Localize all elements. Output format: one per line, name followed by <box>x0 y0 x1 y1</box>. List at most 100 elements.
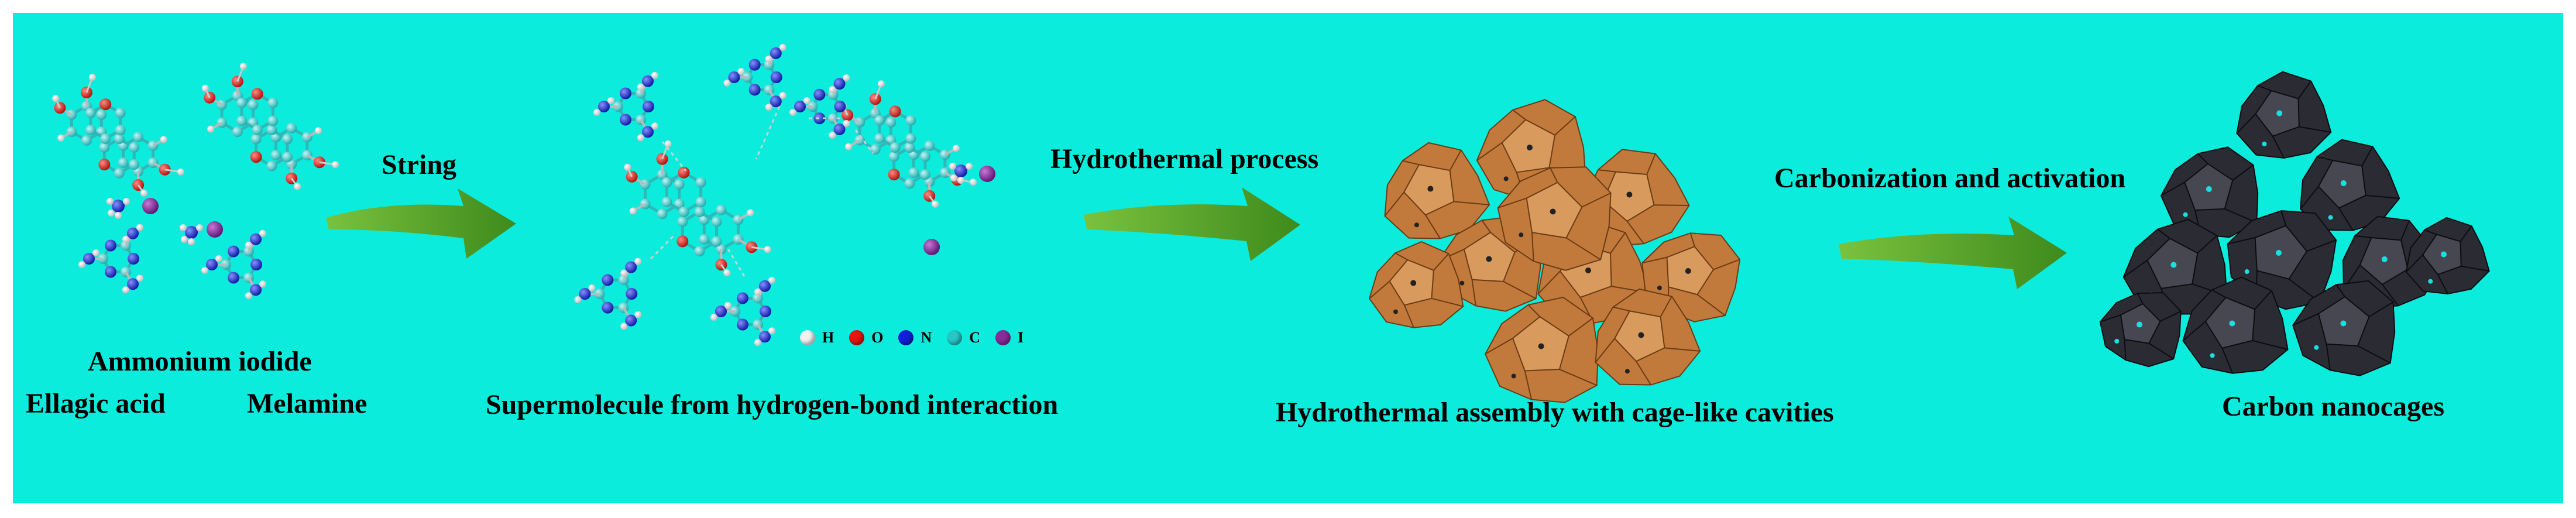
cage-pore <box>1550 208 1556 215</box>
atom-C <box>99 142 110 153</box>
atom-C <box>286 122 297 133</box>
cage-edge <box>2252 339 2288 351</box>
atom-O <box>250 151 262 163</box>
atom-C <box>236 115 248 126</box>
cage-pore <box>2314 345 2319 350</box>
atom-H <box>723 80 731 87</box>
cage-edge <box>1565 237 1601 260</box>
atom-H <box>779 92 786 100</box>
atom-H <box>294 183 301 190</box>
atom-H <box>245 292 252 300</box>
atom-C <box>657 208 668 219</box>
cage-edge <box>2257 85 2272 92</box>
atom-H <box>92 249 99 256</box>
atom-N <box>620 87 631 100</box>
atom-H <box>932 200 939 208</box>
atom-H <box>629 207 637 215</box>
atom-C <box>267 97 279 108</box>
atom-H <box>177 168 184 176</box>
atom-I <box>923 239 940 255</box>
atom-I <box>979 166 995 182</box>
atom-C <box>85 107 96 118</box>
atom-N <box>748 59 761 71</box>
cage-pore <box>2340 320 2347 327</box>
hydrogen-bond <box>661 141 687 171</box>
atom-H <box>966 163 973 170</box>
cage-edge <box>1524 371 1533 400</box>
cage-edge <box>1531 232 1534 262</box>
cage-edge <box>1471 279 1476 306</box>
atom-H <box>634 311 642 318</box>
atom-C <box>874 133 885 144</box>
atom-C <box>678 207 689 217</box>
atom-N <box>185 226 198 239</box>
cage-edge <box>2211 289 2226 299</box>
atom-H <box>829 131 836 139</box>
atom-C <box>674 179 685 190</box>
cage-edge <box>2300 186 2319 210</box>
cage-edge <box>2461 265 2489 272</box>
atom-N <box>813 88 826 101</box>
cage-edge <box>1664 347 1701 352</box>
legend-item: N <box>898 329 932 347</box>
atom-N <box>770 71 782 83</box>
cage-edge <box>2306 239 2337 252</box>
atom-N <box>127 227 139 239</box>
atom-C <box>694 207 705 217</box>
atom-H <box>768 276 775 284</box>
cage-edge <box>2299 126 2331 133</box>
label-ellagic-acid: Ellagic acid <box>26 388 166 419</box>
cage-edge <box>1497 197 1527 209</box>
atom-C <box>129 142 140 153</box>
atom-C <box>661 197 672 208</box>
carbon-nanocage-cluster <box>2099 71 2490 376</box>
atom-C <box>711 236 722 247</box>
legend-symbol: H <box>822 329 834 346</box>
cage-pore <box>1626 191 1633 198</box>
atom-C <box>85 125 96 136</box>
atom-H <box>122 286 129 294</box>
legend-symbol: N <box>921 329 932 346</box>
atom-C <box>281 152 293 163</box>
cage-edge <box>1431 297 1464 307</box>
cage-edge <box>1454 201 1490 205</box>
atom-H <box>332 161 339 169</box>
atom-C <box>874 115 885 126</box>
cage-edge <box>1485 338 1513 355</box>
label-ammonium-iodide: Ammonium iodide <box>88 346 312 377</box>
atom-H <box>201 267 208 274</box>
cage-pore <box>2210 353 2215 358</box>
legend-atom-icon <box>898 330 914 345</box>
atom-C <box>695 197 706 208</box>
cage-edge <box>1613 306 1630 312</box>
atom-H <box>768 327 775 335</box>
atom-C <box>919 151 930 162</box>
legend-atom-icon <box>995 330 1011 345</box>
atom-C <box>885 116 897 128</box>
cage-pore <box>2137 321 2142 328</box>
atom-N <box>715 306 727 317</box>
atom-H <box>754 339 761 347</box>
atom-H <box>123 198 130 205</box>
atom-C <box>232 126 243 138</box>
cage-pore <box>1538 343 1544 349</box>
atom-N <box>759 280 771 292</box>
caption-carbon-nanocages: Carbon nanocages <box>2222 391 2445 422</box>
legend-symbol: O <box>871 329 884 346</box>
atom-N <box>759 331 771 343</box>
atom-C <box>888 151 899 162</box>
cage-pore <box>1519 232 1524 238</box>
atom-O <box>676 235 689 248</box>
cage-edge <box>1610 232 1626 254</box>
atom-H <box>196 224 203 231</box>
atom-C <box>924 140 935 151</box>
cage-edge <box>1646 153 1656 175</box>
atom-N <box>250 284 262 296</box>
atom-H <box>136 275 143 282</box>
atom-N <box>833 78 846 90</box>
atom-N <box>105 239 116 252</box>
legend-item: C <box>947 329 980 347</box>
atom-H <box>180 224 187 231</box>
cage-edge <box>2100 314 2121 323</box>
legend-atom-icon <box>800 330 815 345</box>
